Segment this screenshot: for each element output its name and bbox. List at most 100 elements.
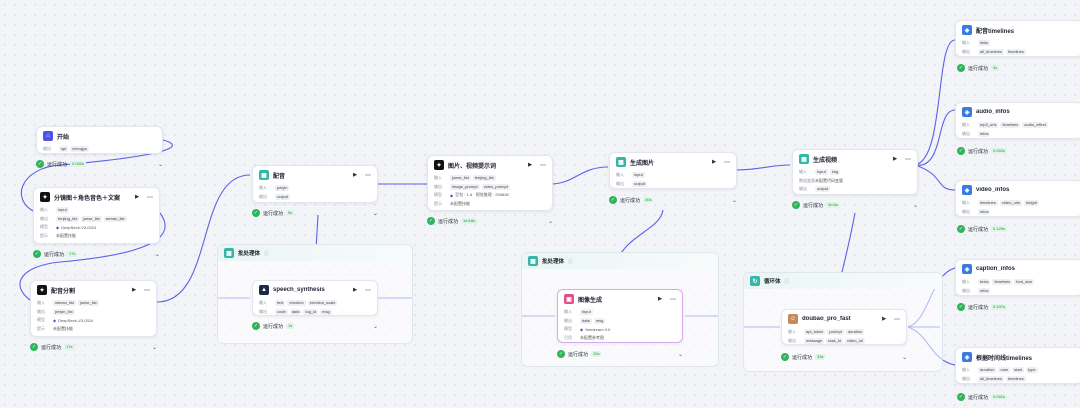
check-icon: ✓ [957,393,965,401]
check-icon: ✓ [957,147,965,155]
info-icon: ⓘ [784,278,790,285]
node-title: 开始 [57,134,70,141]
check-icon: ✓ [957,303,965,311]
check-icon: ✓ [557,350,565,358]
plugin-icon: ◈ [962,107,972,117]
plugin-icon: ◈ [962,185,972,195]
chevron-down-icon: ⌄ [157,161,163,168]
chevron-down-icon: ⌄ [372,210,378,217]
check-icon: ✓ [427,217,435,225]
more-icon[interactable]: ⋯ [365,172,371,179]
more-icon[interactable]: ⋯ [540,162,546,169]
plugin-icon: ▲ [259,285,269,295]
batch-icon: ▦ [259,170,269,180]
batch-icon: ▦ [224,248,234,258]
check-icon: ✓ [781,353,789,361]
loop-icon: ↻ [750,276,760,286]
check-icon: ✓ [252,209,260,217]
more-icon[interactable]: ⋯ [894,316,900,323]
start-icon: ⌂ [43,131,53,141]
more-icon[interactable]: ⋯ [905,156,911,163]
check-icon: ✓ [252,322,260,330]
batch-icon: ▦ [616,157,626,167]
more-icon[interactable]: ⋯ [724,159,730,166]
check-icon: ✓ [957,64,965,72]
check-icon: ✓ [30,343,38,351]
llm-icon: ✦ [37,285,47,295]
plugin-icon: ◈ [962,264,972,274]
chevron-down-icon: ⌄ [372,323,378,330]
check-icon: ✓ [36,160,44,168]
plugin-icon: ◈ [962,352,972,362]
check-icon: ✓ [33,250,41,258]
plugin-icon: ◈ [962,25,972,35]
run-icon[interactable]: ▶ [353,172,357,178]
chevron-down-icon: ⌄ [151,344,157,351]
run-icon[interactable]: ▶ [528,162,532,168]
chevron-down-icon: ⌄ [912,202,918,209]
more-icon[interactable]: ⋯ [144,287,150,294]
llm-icon: ✦ [434,160,444,170]
run-icon[interactable]: ▶ [135,194,139,200]
chevron-down-icon: ⌄ [901,354,907,361]
more-icon[interactable]: ⋯ [670,296,676,303]
run-icon[interactable]: ▶ [132,287,136,293]
image-icon: ▣ [564,294,574,304]
check-icon: ✓ [957,225,965,233]
run-icon[interactable]: ▶ [353,287,357,293]
model-icon: ◆ [450,192,454,198]
check-icon: ✓ [792,201,800,209]
more-icon[interactable]: ⋯ [147,194,153,201]
model-icon: ◆ [53,317,57,323]
info-icon: ⓘ [568,258,574,265]
chevron-down-icon: ⌄ [547,218,553,225]
chevron-down-icon: ⌄ [154,251,160,258]
run-icon[interactable]: ▶ [882,316,886,322]
check-icon: ✓ [609,196,617,204]
model-icon: ◆ [56,224,60,230]
more-icon[interactable]: ⋯ [365,287,371,294]
batch-icon: ▦ [528,256,538,266]
chevron-down-icon: ⌄ [677,351,683,358]
llm-icon: ✦ [40,192,50,202]
chevron-down-icon: ⌄ [731,197,737,204]
run-icon[interactable]: ▶ [893,156,897,162]
info-icon: ⓘ [264,250,270,257]
avatar-icon: ☺ [788,314,798,324]
model-icon: ◆ [580,326,584,332]
run-icon[interactable]: ▶ [658,296,662,302]
run-icon[interactable]: ▶ [712,159,716,165]
